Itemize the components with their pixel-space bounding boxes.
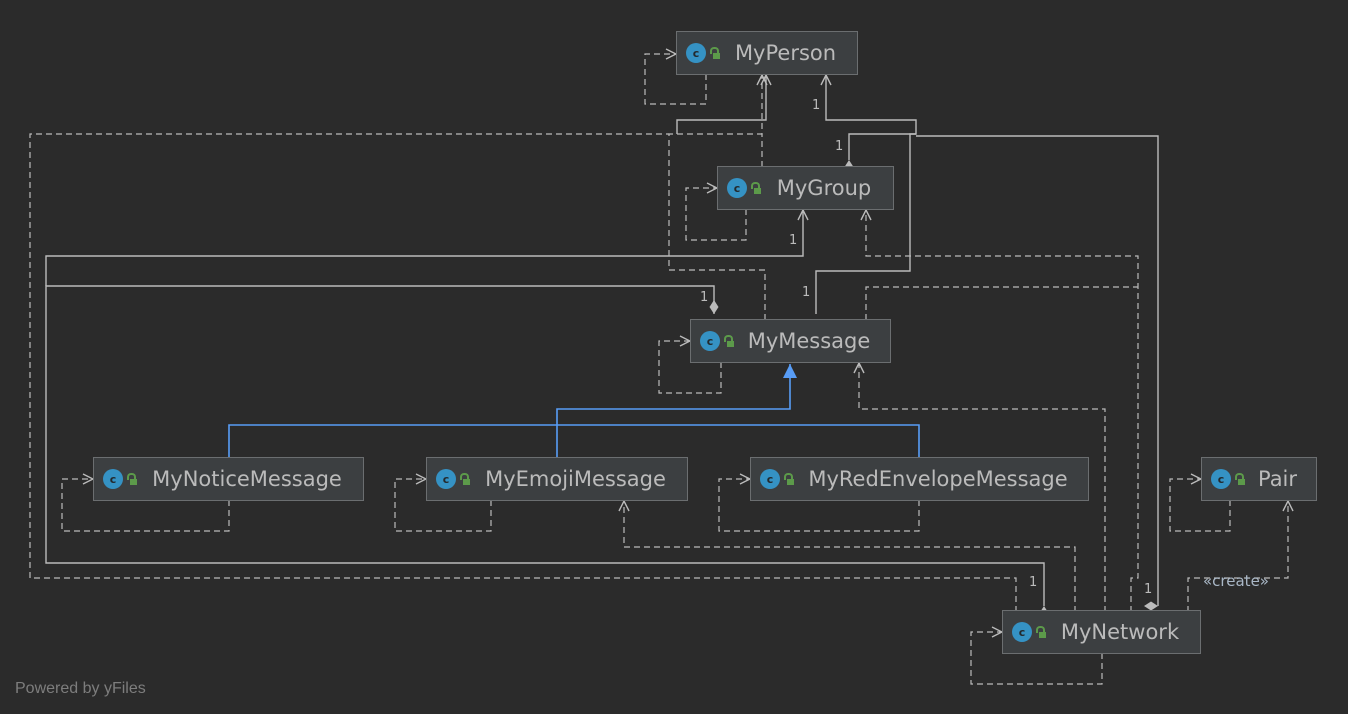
class-myperson[interactable]: c MyPerson (676, 31, 858, 75)
class-icon: c (727, 178, 747, 198)
multiplicity-label: 1 (835, 139, 843, 154)
dependency-mymessage-to-myperson (668, 75, 765, 320)
class-icon: c (1012, 622, 1032, 642)
class-name: MyNoticeMessage (152, 467, 342, 491)
multiplicity-label: 1 (1029, 575, 1037, 590)
public-lock-icon (1235, 472, 1245, 485)
dependency-mymessage-to-mygroup (865, 286, 1138, 320)
multiplicity-label: 1 (789, 233, 797, 248)
association-mymessage-to-mygroup (45, 210, 803, 286)
public-lock-icon (460, 472, 470, 485)
class-icon: c (686, 43, 706, 63)
class-name: MyPerson (734, 41, 837, 65)
class-icon: c (103, 469, 123, 489)
class-icon: c (700, 331, 720, 351)
class-myemojimessage[interactable]: c MyEmojiMessage (426, 457, 688, 501)
class-icon: c (1211, 469, 1231, 489)
multiplicity-label: 1 (812, 98, 820, 113)
public-lock-icon (710, 46, 720, 59)
self-dependency-mygroup (685, 188, 747, 241)
class-mygroup[interactable]: c MyGroup (717, 166, 894, 210)
class-name: MyEmojiMessage (485, 467, 666, 491)
class-icon: c (436, 469, 456, 489)
association-mynetwork-to-mymessage (45, 285, 1049, 620)
self-dependency-pair (1169, 479, 1231, 532)
class-name: MyMessage (747, 329, 871, 353)
public-lock-icon (127, 472, 137, 485)
class-name: Pair (1257, 467, 1298, 491)
class-icon: c (760, 469, 780, 489)
public-lock-icon (1036, 625, 1046, 638)
association-mymessage-to-myperson (815, 133, 916, 314)
powered-by-footer: Powered by yFiles (15, 680, 146, 697)
dependency-mynetwork-to-mygroup (866, 210, 1139, 612)
self-dependency-myperson (644, 54, 707, 105)
dependency-mynetwork-to-myemojimessage (624, 501, 1076, 612)
class-mynoticemessage[interactable]: c MyNoticeMessage (93, 457, 364, 501)
class-mynetwork[interactable]: c MyNetwork (1002, 610, 1201, 654)
association-myperson-link (676, 75, 766, 134)
self-dependency-mynetwork (970, 632, 1103, 685)
public-lock-icon (784, 472, 794, 485)
association-mynetwork-to-myperson (916, 135, 1159, 606)
multiplicity-label: 1 (802, 285, 810, 300)
self-dependency-myemojimessage (394, 479, 492, 532)
class-name: MyRedEnvelopeMessage (808, 467, 1068, 491)
multiplicity-label: 1 (1144, 582, 1152, 597)
class-pair[interactable]: c Pair (1201, 457, 1317, 501)
inheritance-myemojimessage (556, 364, 797, 458)
create-dependency-mynetwork-to-pair (1187, 501, 1288, 612)
self-dependency-mynoticemessage (61, 479, 230, 532)
association-mygroup-to-myperson (826, 75, 917, 160)
class-name: MyGroup (776, 176, 872, 200)
inheritance-mynoticemessage (228, 424, 920, 458)
class-name: MyNetwork (1060, 620, 1180, 644)
public-lock-icon (724, 334, 734, 347)
public-lock-icon (751, 181, 761, 194)
create-stereotype-label: «create» (1203, 572, 1269, 590)
class-mymessage[interactable]: c MyMessage (690, 319, 891, 363)
multiplicity-label: 1 (700, 290, 708, 305)
class-myredenvelopemessage[interactable]: c MyRedEnvelopeMessage (750, 457, 1089, 501)
